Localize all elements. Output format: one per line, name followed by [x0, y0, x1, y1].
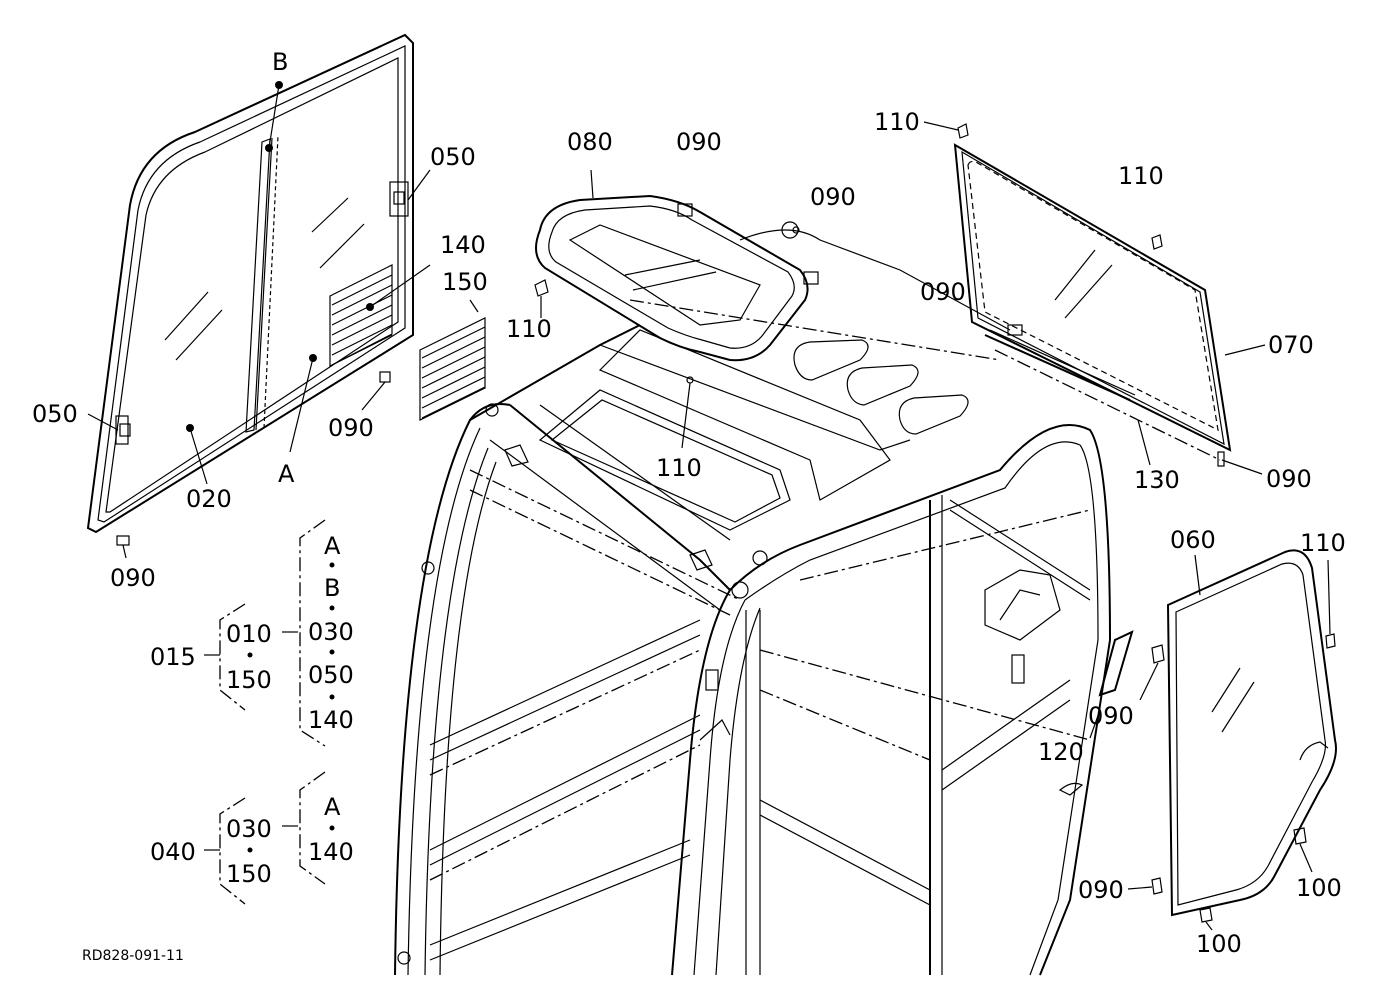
- kit-040-item: 030: [226, 815, 272, 843]
- diagram-code: RD828-091-11: [82, 948, 184, 964]
- callout-090-side-bottom: 090: [1078, 876, 1124, 904]
- kit-015-item: 010: [226, 620, 272, 648]
- kit-015-bracket: [204, 519, 335, 747]
- callout-090-roof-clip-right: 090: [810, 183, 856, 211]
- callout-050-door-latch: 050: [430, 143, 476, 171]
- callout-110-rear-top: 110: [874, 108, 920, 136]
- callout-060-side-glass: 060: [1170, 526, 1216, 554]
- rear-glass: [923, 121, 1266, 475]
- callout-110-roof-pin: 110: [506, 315, 552, 343]
- callout-080-roof-glass: 080: [567, 128, 613, 156]
- callout-070-rear-glass: 070: [1268, 331, 1314, 359]
- cab-frame: [394, 229, 1221, 976]
- callout-120-seal: 120: [1038, 738, 1084, 766]
- kit-015-item: A: [324, 532, 341, 560]
- callout-140-film: 140: [440, 231, 486, 259]
- callout-090-roof-clip: 090: [676, 128, 722, 156]
- callout-b: B: [272, 48, 288, 76]
- kit-040-item: 140: [308, 838, 354, 866]
- callout-100-side-right: 100: [1296, 874, 1342, 902]
- kit-040-item: 150: [226, 860, 272, 888]
- kit-015-item: 050: [308, 661, 354, 689]
- callout-020-door-glass: 020: [186, 485, 232, 513]
- roof-hatch-glass: [534, 169, 819, 449]
- kit-015-item: B: [324, 574, 340, 602]
- callout-110-roof-center: 110: [656, 454, 702, 482]
- callout-150-film: 150: [442, 268, 488, 296]
- kit-015-item: 030: [308, 618, 354, 646]
- callout-130-seal: 130: [1134, 466, 1180, 494]
- kit-015-item: 140: [308, 706, 354, 734]
- kit-040-item: A: [324, 793, 341, 821]
- right-side-glass: [1089, 549, 1337, 931]
- kit-015-id: 015: [150, 643, 196, 671]
- callout-090-door-clip: 090: [328, 414, 374, 442]
- callout-a: A: [278, 460, 295, 488]
- callout-110-rear-right: 110: [1118, 162, 1164, 190]
- callout-labels: B 050 140 150 050 090 020 A 090 080 090 …: [32, 48, 1346, 958]
- callout-090-door-bottom: 090: [110, 564, 156, 592]
- callout-090-rear-bottom: 090: [1266, 465, 1312, 493]
- kit-015-item: 150: [226, 666, 272, 694]
- kit-015-labels: 015 010 150 A B 030 050 140: [150, 532, 354, 734]
- kit-040-bracket: [204, 771, 335, 905]
- callout-090-rear-clip: 090: [920, 278, 966, 306]
- callout-050-lower-latch: 050: [32, 400, 78, 428]
- callout-100-side-bottom: 100: [1196, 930, 1242, 958]
- left-door-glass-assembly: [86, 33, 486, 559]
- callout-090-side-top: 090: [1088, 702, 1134, 730]
- callout-110-side: 110: [1300, 529, 1346, 557]
- kit-040-labels: 040 030 150 A 140: [150, 793, 354, 888]
- kit-040-id: 040: [150, 838, 196, 866]
